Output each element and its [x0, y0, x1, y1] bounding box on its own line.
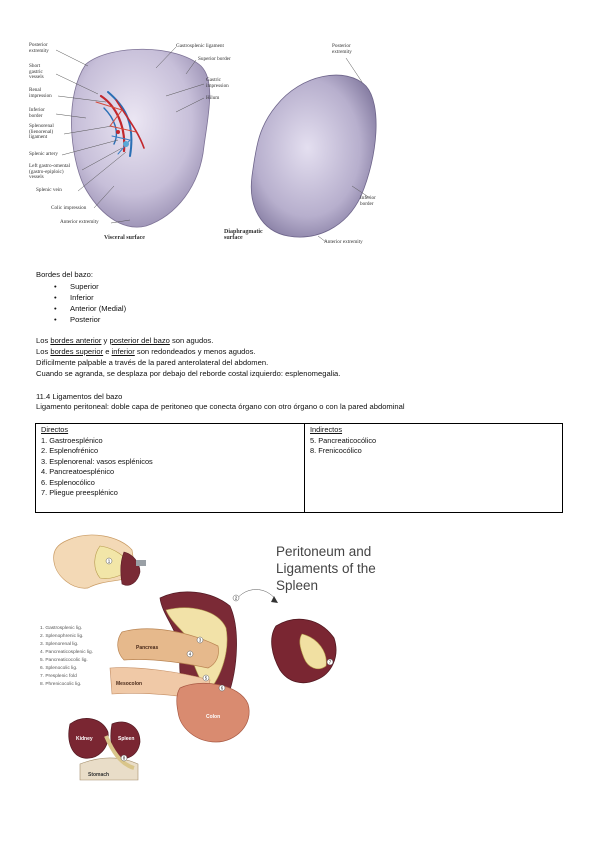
label-anterior-extremity-diaphragmatic: Anterior extremity — [324, 239, 363, 245]
marker-1: 1 — [108, 559, 111, 564]
indirect-column: Indirectos 5. Pancreaticocólico 8. Freni… — [304, 423, 563, 513]
text-fragment: y — [101, 336, 110, 345]
paragraph-line-4: Cuando se agranda, se desplaza por debaj… — [36, 369, 341, 378]
marker-3: 3 — [199, 638, 202, 643]
table-row: 4. Pancreatoesplénico — [41, 467, 115, 476]
table-row: 3. Esplenorenal: vasos esplénicos — [41, 456, 153, 466]
organ-label-spleen: Spleen — [118, 736, 134, 742]
label-gastric-impression: Gastric impression — [206, 77, 229, 89]
paragraph-line-2: Los bordes superior e inferior son redon… — [36, 347, 256, 356]
spleen-surfaces-figure: Posterior extremity Short gastric vessel… — [26, 36, 396, 250]
label-inferior-border: Inferior border — [29, 107, 45, 119]
text-fragment: Los — [36, 336, 51, 345]
label-splenorenal-ligament: Splenorenal (lienorenal) ligament — [29, 123, 54, 141]
label-splenic-vein: Splenic vein — [36, 187, 62, 193]
marker-5: 5 — [205, 676, 208, 681]
caption-visceral-surface: Visceral surface — [104, 235, 145, 241]
label-superior-border: Superior border — [198, 56, 231, 62]
marker-6: 6 — [221, 686, 224, 691]
organ-label-pancreas: Pancreas — [136, 645, 158, 651]
label-gastrosplenic-ligament: Gastrosplenic ligament — [176, 43, 224, 49]
list-item: Posterior — [54, 314, 126, 325]
ligaments-table: Directos 1. Gastroesplénico 2. Esplenofr… — [35, 423, 563, 513]
table-row: 5. Pancreaticocólico — [310, 435, 377, 445]
borders-heading: Bordes del bazo: — [36, 270, 93, 279]
ligaments-heading: 11.4 Ligamentos del bazo — [36, 392, 123, 401]
marker-7: 7 — [329, 660, 332, 665]
borders-list: Superior Inferior Anterior (Medial) Post… — [54, 281, 126, 325]
spleen-illustration — [55, 46, 377, 243]
marker-8: 8 — [123, 756, 126, 761]
table-row: 8. Frenicocólico — [310, 446, 362, 455]
label-posterior-extremity: Posterior extremity — [29, 42, 49, 54]
label-left-gastro-omental-vessels: Left gastro-omental (gastro-epiploic) ve… — [29, 163, 71, 181]
table-row: 1. Gastroesplénico — [41, 435, 103, 445]
paragraph-line-1: Los bordes anterior y posterior del bazo… — [36, 336, 213, 345]
direct-header: Directos — [41, 425, 69, 434]
legend-item-7: 7. Presplenic fold — [40, 674, 77, 679]
text-fragment: e — [103, 347, 112, 356]
text-fragment: son agudos. — [169, 336, 214, 345]
table-row: 7. Pliegue preesplénico — [41, 488, 118, 497]
organ-label-mesocolon: Mesocolon — [116, 681, 142, 687]
direct-column: Directos 1. Gastroesplénico 2. Esplenofr… — [35, 423, 305, 513]
organ-label-stomach: Stomach — [88, 772, 109, 778]
figure2-title-line-1: Peritoneum and — [276, 544, 372, 559]
label-hilum: Hilum — [206, 95, 220, 101]
organ-label-colon: Colon — [206, 714, 220, 720]
caption-diaphragmatic-surface: Diaphragmatic surface — [224, 229, 263, 241]
label-inferior-border-diaphragmatic: Inferior border — [360, 195, 376, 207]
diaphragmatic-spleen-shape — [250, 74, 377, 238]
legend-item-6: 6. Splenocolic lig. — [40, 666, 78, 671]
underlined-term: posterior del bazo — [109, 336, 170, 345]
list-item: Superior — [54, 281, 126, 292]
list-item: Anterior (Medial) — [54, 303, 126, 314]
peritoneum-illustration: 1 2 3 4 5 6 7 8 Pancreas Mesocolon Colon… — [53, 534, 337, 781]
table-row: 6. Esplenocólico — [41, 477, 95, 487]
underlined-term: bordes anterior — [50, 336, 102, 345]
ligaments-definition: Ligamento peritoneal: doble capa de peri… — [36, 402, 405, 411]
legend-item-1: 1. Gastrosplenic lig. — [40, 626, 83, 631]
list-item: Inferior — [54, 292, 126, 303]
underlined-term: bordes superior — [50, 347, 104, 356]
label-colic-impression: Colic impression — [51, 205, 87, 211]
label-short-gastric-vessels: Short gastric vessels — [29, 63, 44, 81]
marker-4: 4 — [189, 652, 192, 657]
legend-item-3: 3. Splenorenal lig. — [40, 642, 79, 647]
legend-item-4: 4. Pancreaticosplenic lig. — [40, 650, 94, 655]
legend-item-2: 2. Splenophrenic lig. — [40, 634, 84, 639]
visceral-spleen-shape — [71, 48, 211, 228]
paragraph-line-3: Difícilmente palpable a través de la par… — [36, 358, 269, 367]
table-row: 2. Esplenofrénico — [41, 446, 99, 455]
text-fragment: son redondeados y menos agudos. — [134, 347, 256, 356]
marker-2: 2 — [235, 596, 238, 601]
legend-item-8: 8. Phrenicocolic lig. — [40, 682, 82, 687]
figure2-title-line-3: Spleen — [276, 578, 319, 593]
label-anterior-extremity: Anterior extremity — [60, 219, 99, 225]
label-renal-impression: Renal impression — [29, 87, 52, 99]
label-splenic-artery: Splenic artery — [29, 151, 58, 157]
figure2-title-line-2: Ligaments of the — [276, 561, 376, 576]
peritoneum-figure: 1 2 3 4 5 6 7 8 Pancreas Mesocolon Colon… — [40, 528, 360, 790]
indirect-header: Indirectos — [310, 425, 343, 434]
organ-label-kidney: Kidney — [76, 736, 93, 742]
underlined-term: inferior — [111, 347, 135, 356]
hilum-vessels — [95, 91, 145, 157]
legend-item-5: 5. Pancreaticocolic lig. — [40, 658, 88, 663]
label-posterior-extremity-diaphragmatic: Posterior extremity — [332, 43, 352, 55]
text-fragment: Los — [36, 347, 51, 356]
